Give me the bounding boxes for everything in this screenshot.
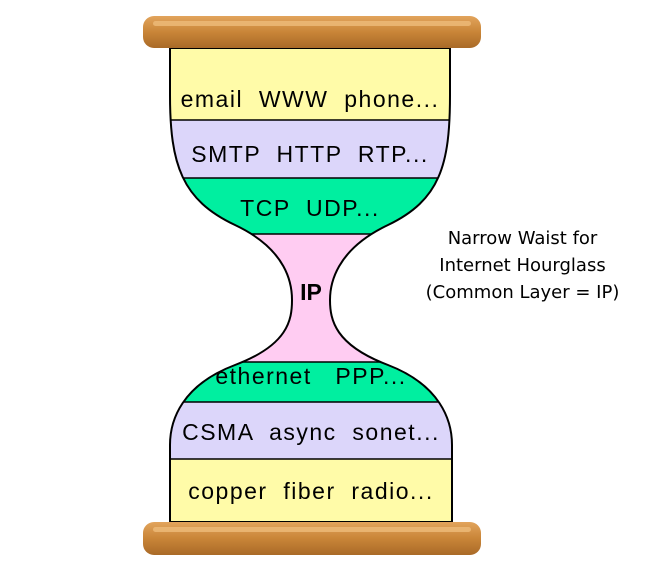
layer-label-mac: CSMA async sonet... <box>182 419 440 445</box>
caption: Narrow Waist for Internet Hourglass (Com… <box>405 225 640 306</box>
layer-band-app-protocol <box>170 120 452 178</box>
layer-band-application <box>170 48 452 120</box>
layer-label-transport: TCP UDP... <box>240 195 380 221</box>
top-wooden-rod <box>143 16 481 48</box>
layer-label-application: email WWW phone... <box>181 86 440 112</box>
layer-label-physical: copper fiber radio... <box>188 478 433 504</box>
top-rod-highlight <box>153 21 471 26</box>
caption-line-3: (Common Layer = IP) <box>425 282 620 303</box>
layer-band-mac <box>170 402 452 459</box>
bottom-wooden-rod <box>143 522 481 555</box>
layer-label-ip: IP <box>300 279 322 305</box>
caption-line-2: Internet Hourglass <box>439 255 606 276</box>
caption-line-1: Narrow Waist for <box>447 228 598 249</box>
layer-label-app-protocol: SMTP HTTP RTP... <box>191 141 428 167</box>
layer-label-link: ethernet PPP... <box>215 363 406 389</box>
layer-band-physical <box>170 459 452 522</box>
bottom-rod-highlight <box>153 527 471 532</box>
